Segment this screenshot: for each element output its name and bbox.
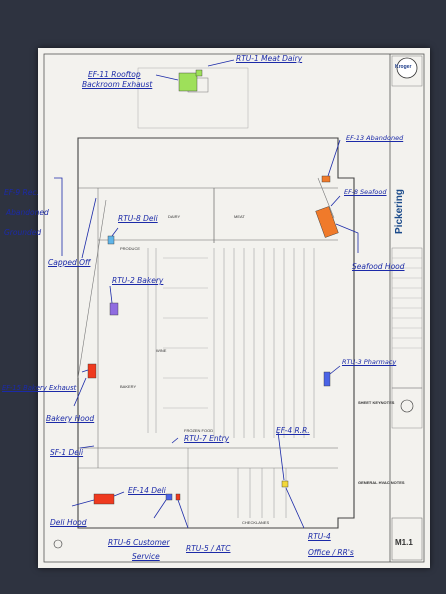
label-rtu7: RTU-7 Entry — [184, 434, 230, 443]
rtu5-highlight — [165, 493, 173, 501]
rtu2-highlight — [109, 302, 119, 316]
label-ef9: EF-9 Rec. — [4, 188, 39, 197]
building-outline — [77, 137, 355, 529]
label-service: Service — [132, 552, 160, 561]
ef8-highlight — [315, 206, 339, 238]
label-rtu1: RTU-1 Meat Dairy — [236, 54, 303, 63]
deli-hood-highlight — [93, 493, 115, 505]
label-deli-hood: Deli Hood — [50, 518, 87, 527]
label-seafood-hood: Seafood Hood — [352, 262, 405, 271]
general-notes-title: GENERAL HVAC NOTES — [358, 480, 405, 485]
store-name: Pickering — [394, 188, 405, 234]
label-ef13: EF-13 Abandoned — [346, 134, 404, 142]
rtu1-highlight — [195, 69, 203, 77]
label-ef11: EF-11 Rooftop — [88, 70, 141, 79]
plan-label-produce: PRODUCE — [120, 246, 141, 251]
ef11-highlight — [178, 72, 198, 92]
rtu5b-highlight — [175, 493, 181, 501]
label-rtu8: RTU-8 Deli — [118, 214, 158, 223]
label-office: Office / RR's — [308, 548, 354, 557]
company-logo: Kroger — [395, 64, 412, 70]
ef4-highlight — [281, 480, 289, 488]
label-rtu3: RTU-3 Pharmacy — [342, 358, 397, 366]
keynotes-title: SHEET KEYNOTES — [358, 400, 395, 405]
plan-label-dairy: DAIRY — [168, 214, 181, 219]
floor-plan — [43, 53, 425, 563]
label-bakery-hood: Bakery Hood — [46, 414, 95, 423]
label-ef15: EF-15 Bakery Exhaust — [2, 384, 77, 392]
plan-label-wine: WINE — [156, 348, 167, 353]
label-ef14: EF-14 Deli — [128, 486, 166, 495]
label-rtu5: RTU-5 / ATC — [186, 544, 231, 553]
label-rtu4: RTU-4 — [308, 532, 331, 541]
label-rtu2: RTU-2 Bakery — [112, 276, 164, 285]
rtu8-highlight — [107, 235, 115, 245]
plan-label-frozen: FROZEN FOOD — [184, 428, 214, 433]
plan-label-meat: MEAT — [234, 214, 245, 219]
ef15-highlight — [87, 363, 97, 379]
plan-label-bakery: BAKERY — [120, 384, 137, 389]
plan-label-checkout: CHECKLANES — [242, 520, 270, 525]
label-ef4: EF-4 R.R. — [276, 426, 310, 435]
drawing-sheet: PRODUCE MEAT DAIRY FROZEN FOOD CHECKLANE… — [38, 48, 430, 568]
label-ef9-grounded: Grounded — [4, 228, 42, 237]
label-sf1: SF-1 Deli — [50, 448, 84, 457]
label-ef9-abandoned: Abandoned — [6, 208, 49, 217]
ef13-highlight — [321, 175, 331, 183]
label-capped-off: Capped Off — [48, 258, 91, 267]
label-rtu6: RTU-6 Customer — [108, 538, 170, 547]
sheet-number: M1.1 — [395, 538, 413, 547]
rtu3-highlight — [323, 371, 331, 387]
label-ef11-backroom: Backroom Exhaust — [82, 80, 153, 89]
label-ef8: EF-8 Seafood — [344, 188, 387, 196]
aisle-shelving — [147, 248, 315, 438]
